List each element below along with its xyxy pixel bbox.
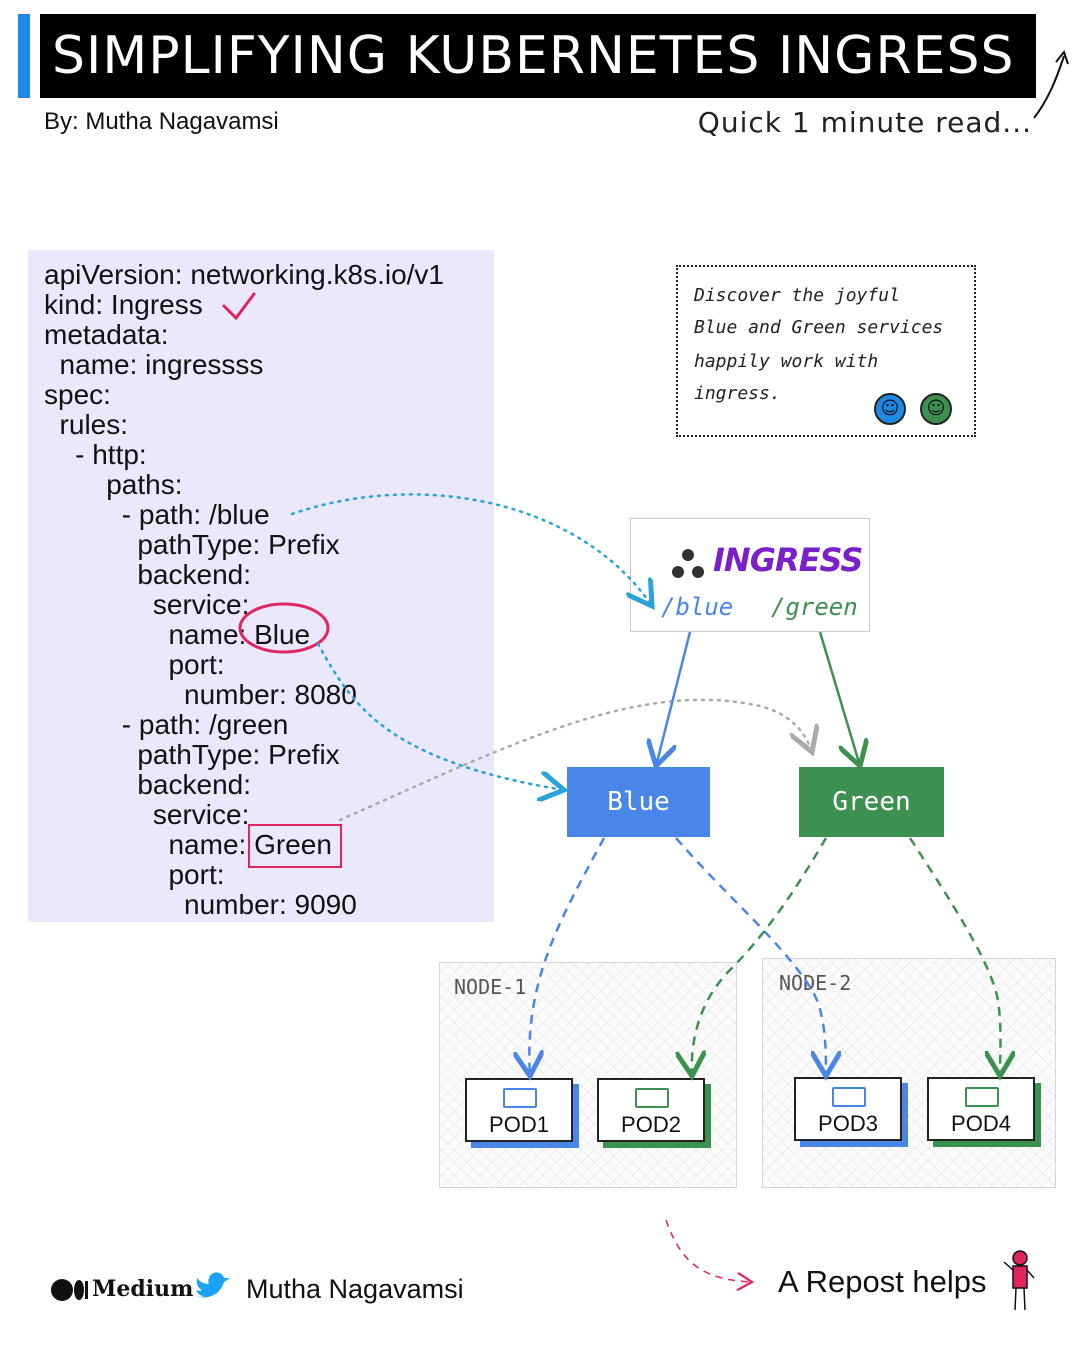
ingress-blue-arrow (656, 631, 692, 766)
footer-author: Mutha Nagavamsi (246, 1274, 464, 1304)
blue-service: Blue (567, 767, 710, 837)
pod-3: POD3 (794, 1077, 902, 1141)
quick-read-note: Quick 1 minute read... (697, 106, 1032, 139)
ingress-path-blue: /blue (661, 593, 734, 621)
node-2-label: NODE-2 (779, 971, 852, 995)
yaml-line: name: Green (44, 829, 332, 860)
title-accent-bar (18, 14, 30, 98)
blue-highlight-circle (238, 602, 330, 654)
pod-1-label: POD1 (489, 1112, 549, 1137)
pod-icon (832, 1087, 866, 1107)
ingress-path-green: /green (771, 593, 858, 621)
pod-4-label: POD4 (951, 1111, 1011, 1136)
yaml-line: number: 8080 (44, 679, 357, 710)
yaml-line: backend: (44, 559, 251, 590)
yaml-line: port: (44, 649, 225, 680)
yaml-line: - path: /green (44, 709, 289, 740)
ingress-title: INGRESS (713, 541, 863, 579)
byline: By: Mutha Nagavamsi (44, 108, 279, 135)
yaml-line: metadata: (44, 319, 169, 350)
yaml-line: name: Blue (44, 619, 311, 650)
blue-to-pod1-arrow (529, 837, 606, 1076)
note-box: Discover the joyful Blue and Green servi… (676, 265, 976, 437)
ingress-icon (672, 549, 704, 578)
yaml-line: - path: /blue (44, 499, 270, 530)
yaml-line: name: ingressss (44, 349, 264, 380)
twitter-icon (196, 1272, 230, 1298)
green-highlight-box (248, 824, 342, 868)
blue-to-pod3-arrow (675, 837, 826, 1076)
ingress-box: INGRESS /blue /green (630, 518, 870, 632)
path-blue-connector (290, 493, 652, 606)
green-smiley-icon: ☺ (920, 393, 952, 425)
yaml-line: spec: (44, 379, 111, 410)
pod-icon (965, 1087, 999, 1107)
node-1-label: NODE-1 (454, 975, 527, 999)
pod-2: POD2 (597, 1078, 705, 1142)
yaml-line: rules: (44, 409, 129, 440)
yaml-line: - http: (44, 439, 147, 470)
repost-arrow (665, 1219, 752, 1282)
note-line: Blue and Green services (694, 317, 944, 338)
green-service: Green (799, 767, 944, 837)
green-to-pod2-arrow (692, 837, 828, 1076)
pod-icon (635, 1088, 669, 1108)
name-blue-connector (316, 642, 564, 790)
yaml-line: pathType: Prefix (44, 739, 340, 770)
checkmark-icon (222, 292, 256, 321)
yaml-line: kind: Ingress (44, 289, 203, 320)
medium-logo-icon (51, 1279, 88, 1301)
title-arrow-icon (1033, 55, 1065, 119)
yaml-code-panel: apiVersion: networking.k8s.io/v1 kind: I… (28, 250, 494, 922)
pod-icon (503, 1088, 537, 1108)
pod-3-label: POD3 (818, 1111, 878, 1136)
note-line: Discover the joyful (694, 285, 900, 306)
yaml-line: service: (44, 589, 250, 620)
yaml-line: pathType: Prefix (44, 529, 340, 560)
ingress-green-arrow (818, 631, 860, 766)
yaml-line: service: (44, 799, 250, 830)
name-green-connector (338, 698, 812, 822)
yaml-line: port: (44, 859, 225, 890)
page-title: SIMPLIFYING KUBERNETES INGRESS (40, 14, 1036, 98)
pod-4: POD4 (927, 1077, 1035, 1141)
medium-label: Medium (92, 1276, 194, 1302)
repost-text: A Repost helps (778, 1264, 987, 1299)
stick-figure-icon (1003, 1250, 1035, 1311)
blue-smiley-icon: ☺ (874, 393, 906, 425)
pod-2-label: POD2 (621, 1112, 681, 1137)
yaml-line: paths: (44, 469, 183, 500)
yaml-line: backend: (44, 769, 251, 800)
yaml-line: number: 9090 (44, 889, 357, 920)
pod-1: POD1 (465, 1078, 573, 1142)
note-line: ingress. (694, 383, 781, 404)
note-line: happily work with (694, 351, 879, 372)
yaml-line: apiVersion: networking.k8s.io/v1 (44, 259, 444, 290)
green-to-pod4-arrow (908, 837, 1001, 1076)
